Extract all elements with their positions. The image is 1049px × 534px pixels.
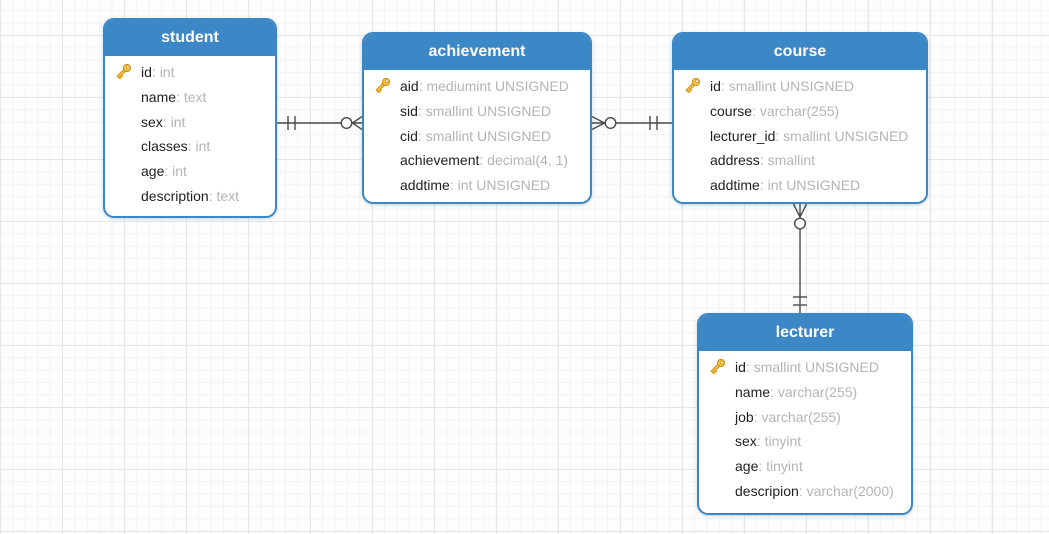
field-type: int (164, 163, 187, 179)
field-type: int UNSIGNED (760, 177, 861, 193)
field-name: job (735, 408, 754, 425)
field-row[interactable]: sidsmallint UNSIGNED (373, 99, 582, 124)
field-name: cid (400, 127, 418, 144)
field-row[interactable]: lecturer_idsmallint UNSIGNED (683, 123, 918, 148)
field-name: age (735, 458, 759, 475)
field-type: text (176, 89, 207, 105)
table-title[interactable]: achievement (364, 34, 590, 70)
field-type: smallint (760, 152, 815, 168)
field-row[interactable]: aidmediumint UNSIGNED (373, 74, 582, 99)
field-type: varchar(255) (754, 409, 840, 425)
field-type: decimal(4, 1) (479, 152, 568, 168)
field-row[interactable]: jobvarchar(255) (708, 404, 903, 429)
field-name: achievement (400, 152, 480, 169)
table-achievement[interactable]: achievement aidmediumint UNSIGNED sidsma… (362, 32, 592, 204)
cardinality-many-crowfoot (352, 115, 363, 131)
field-row[interactable]: idsmallint UNSIGNED (708, 355, 903, 380)
field-type: varchar(255) (752, 103, 839, 119)
table-lecturer[interactable]: lecturer idsmallint UNSIGNED namevarchar… (697, 313, 913, 515)
field-type: varchar(255) (770, 384, 857, 400)
field-type: int (152, 64, 175, 80)
field-row[interactable]: idsmallint UNSIGNED (683, 74, 918, 99)
field-type: int (163, 114, 186, 130)
field-name: id (735, 359, 746, 376)
relationship-course-lecturer[interactable] (792, 203, 808, 313)
field-type: tinyint (758, 458, 803, 474)
field-type: smallint UNSIGNED (746, 359, 879, 375)
field-row[interactable]: coursevarchar(255) (683, 99, 918, 124)
field-row[interactable]: addtimeint UNSIGNED (683, 173, 918, 198)
field-row[interactable]: descripionvarchar(2000) (708, 478, 903, 503)
field-row[interactable]: descriptiontext (114, 183, 267, 208)
primary-key-icon (373, 77, 400, 95)
field-row[interactable]: classesint (114, 134, 267, 159)
field-name: id (710, 78, 721, 95)
field-name: address (710, 152, 760, 169)
field-row[interactable]: ageint (114, 159, 267, 184)
field-type: smallint UNSIGNED (775, 128, 908, 144)
field-type: smallint UNSIGNED (418, 103, 551, 119)
field-row[interactable]: achievementdecimal(4, 1) (373, 148, 582, 173)
field-type: tinyint (757, 433, 802, 449)
table-student[interactable]: student idint nametext sex (103, 18, 277, 218)
primary-key-icon (708, 358, 735, 376)
field-name: descripion (735, 482, 799, 499)
relationship-achievement-course[interactable] (591, 115, 672, 131)
field-name: addtime (400, 177, 450, 194)
field-row[interactable]: agetinyint (708, 454, 903, 479)
field-name: course (710, 103, 753, 120)
field-name: classes (141, 138, 188, 155)
field-name: aid (400, 78, 419, 95)
field-name: description (141, 187, 209, 204)
field-name: addtime (710, 177, 760, 194)
field-name: id (141, 64, 152, 81)
field-name: sid (400, 103, 418, 120)
field-name: sex (735, 433, 757, 450)
table-fields: idint nametext sexint classesint ageint … (105, 56, 275, 208)
field-row[interactable]: namevarchar(255) (708, 380, 903, 405)
cardinality-zero-circle (340, 116, 353, 129)
table-fields: idsmallint UNSIGNED namevarchar(255) job… (699, 351, 911, 503)
field-row[interactable]: addresssmallint (683, 148, 918, 173)
primary-key-icon (683, 77, 710, 95)
field-type: text (209, 188, 239, 204)
field-name: name (141, 89, 177, 106)
field-type: int UNSIGNED (450, 177, 551, 193)
field-row[interactable]: idint (114, 60, 267, 85)
field-row[interactable]: sexint (114, 109, 267, 134)
field-name: lecturer_id (710, 127, 776, 144)
field-type: mediumint UNSIGNED (419, 78, 568, 94)
field-name: age (141, 163, 165, 180)
field-type: smallint UNSIGNED (721, 78, 854, 94)
cardinality-zero-circle (604, 116, 617, 129)
table-fields: idsmallint UNSIGNED coursevarchar(255) l… (674, 70, 926, 197)
table-title[interactable]: lecturer (699, 315, 911, 351)
field-row[interactable]: sextinyint (708, 429, 903, 454)
field-name: sex (141, 113, 163, 130)
field-name: name (735, 384, 771, 401)
table-title[interactable]: course (674, 34, 926, 70)
primary-key-icon (114, 63, 141, 81)
field-row[interactable]: cidsmallint UNSIGNED (373, 123, 582, 148)
cardinality-zero-circle (794, 217, 807, 230)
table-course[interactable]: course idsmallint UNSIGNED coursevarchar… (672, 32, 928, 204)
field-row[interactable]: addtimeint UNSIGNED (373, 173, 582, 198)
cardinality-many-crowfoot (792, 203, 808, 218)
field-type: int (188, 138, 210, 154)
cardinality-many-crowfoot (591, 115, 605, 131)
field-type: varchar(2000) (799, 483, 894, 499)
field-row[interactable]: nametext (114, 85, 267, 110)
field-type: smallint UNSIGNED (418, 128, 551, 144)
relationship-student-achievement[interactable] (277, 115, 363, 131)
table-fields: aidmediumint UNSIGNED sidsmallint UNSIGN… (364, 70, 590, 197)
table-title[interactable]: student (105, 20, 275, 56)
